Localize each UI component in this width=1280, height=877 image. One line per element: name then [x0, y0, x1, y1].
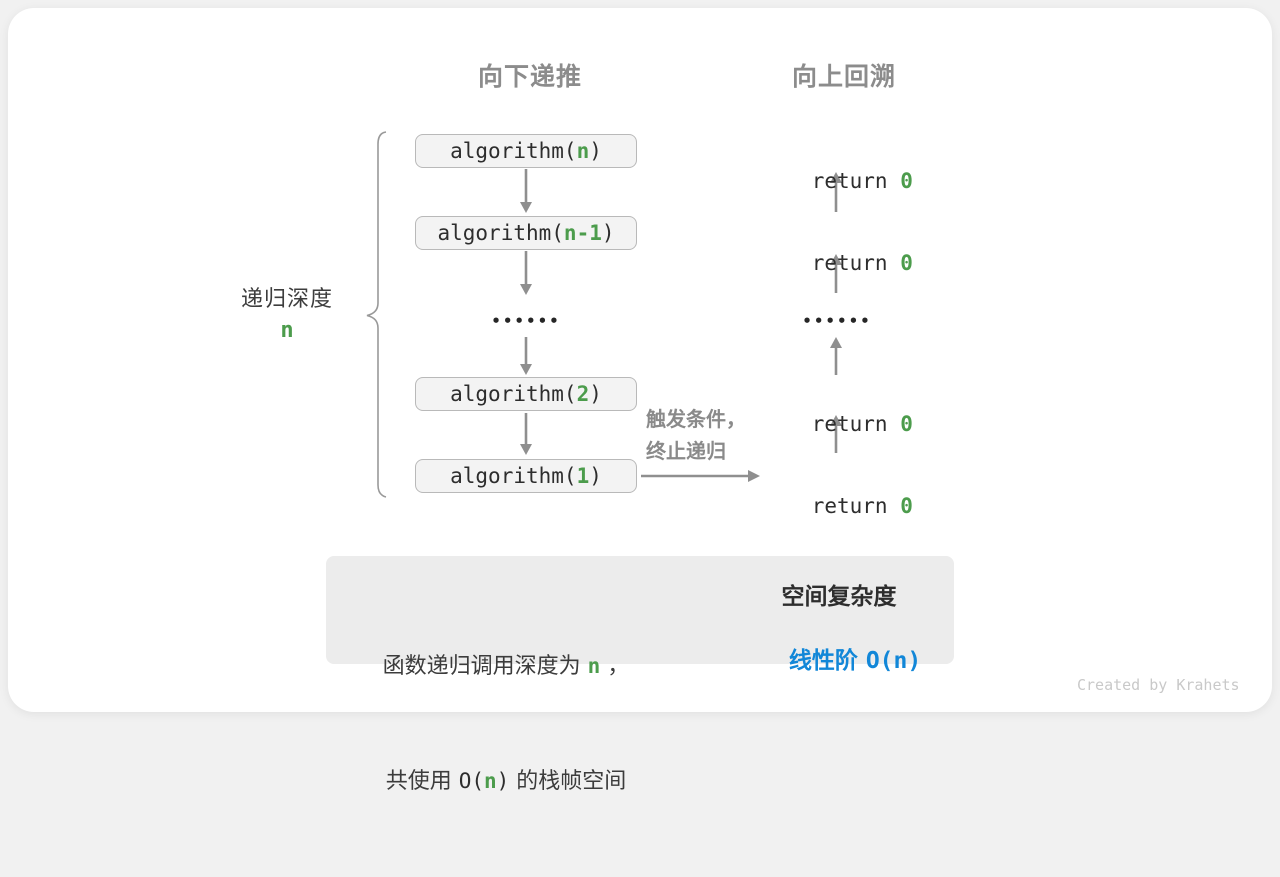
summary-l2-post: 的栈帧空间 [509, 769, 627, 794]
return-value: 0 [900, 169, 913, 193]
diagram-canvas: 向下递推 向上回溯 递归深度 n algorithm(n) algorithm(… [8, 8, 1272, 794]
summary-result-code: O(n) [865, 648, 922, 674]
summary-left-line1: 函数递归调用深度为 n ， [336, 647, 676, 686]
credit-text: Created by Krahets [1077, 676, 1240, 694]
call-box-2-arg: 2 [576, 382, 590, 406]
summary-l2-close: ) [496, 769, 510, 793]
return-value: 0 [900, 251, 913, 275]
summary-panel [326, 556, 954, 664]
summary-left-line2: 共使用 O(n) 的栈帧空间 [336, 762, 676, 801]
header-descend: 向下递推 [477, 62, 582, 91]
call-box-n-pre: algorithm( [450, 139, 577, 163]
call-box-1-post: ) [589, 464, 602, 488]
summary-result: 线性阶 O(n) [744, 615, 934, 701]
summary-l1-pre: 函数递归调用深度为 [382, 654, 588, 679]
summary-l2-var: n [483, 769, 497, 793]
summary-l1-post: ， [600, 654, 630, 679]
call-box-n-arg: n [576, 139, 590, 163]
summary-title: 空间复杂度 [781, 584, 897, 610]
call-box-2-pre: algorithm( [450, 382, 577, 406]
call-box-n: algorithm(n) [415, 134, 637, 168]
trigger-line2: 终止递归 [646, 439, 726, 463]
return-value: 0 [900, 412, 913, 436]
trigger-line1: 触发条件， [646, 407, 746, 431]
return-keyword: return [811, 169, 901, 193]
return-row-2: return 0 [761, 218, 913, 275]
call-box-n-1: algorithm(n-1) [415, 216, 637, 250]
summary-l2-open: O( [458, 769, 484, 793]
summary-l1-var: n [587, 654, 601, 678]
call-box-n-post: ) [589, 139, 602, 163]
call-box-n-1-arg: n-1 [563, 221, 602, 245]
summary-l2-pre: 共使用 [385, 769, 459, 794]
return-keyword: return [811, 251, 901, 275]
summary-left-text: 函数递归调用深度为 n ， 共使用 O(n) 的栈帧空间 [336, 571, 676, 877]
return-row-4: return 0 [761, 461, 913, 518]
return-value: 0 [900, 494, 913, 518]
depth-label: 递归深度 [240, 287, 333, 312]
call-box-n-1-pre: algorithm( [437, 221, 564, 245]
return-row-1: return 0 [761, 136, 913, 193]
call-stack-ellipsis: •••••• [491, 312, 561, 330]
return-keyword: return [811, 494, 901, 518]
call-box-n-1-post: ) [601, 221, 615, 245]
call-box-2-post: ) [589, 382, 602, 406]
call-box-1: algorithm(1) [415, 459, 637, 493]
call-box-2: algorithm(2) [415, 377, 637, 411]
summary-result-text: 线性阶 [788, 648, 866, 674]
call-box-1-arg: 1 [576, 464, 590, 488]
depth-value: n [233, 318, 341, 343]
header-backtrack: 向上回溯 [791, 62, 896, 91]
returns-ellipsis: •••••• [802, 312, 872, 330]
depth-value-n: n [280, 318, 294, 343]
return-keyword: return [811, 412, 901, 436]
call-box-1-pre: algorithm( [450, 464, 577, 488]
trigger-label: 触发条件， 终止递归 [646, 403, 776, 467]
return-row-3: return 0 [761, 379, 913, 436]
